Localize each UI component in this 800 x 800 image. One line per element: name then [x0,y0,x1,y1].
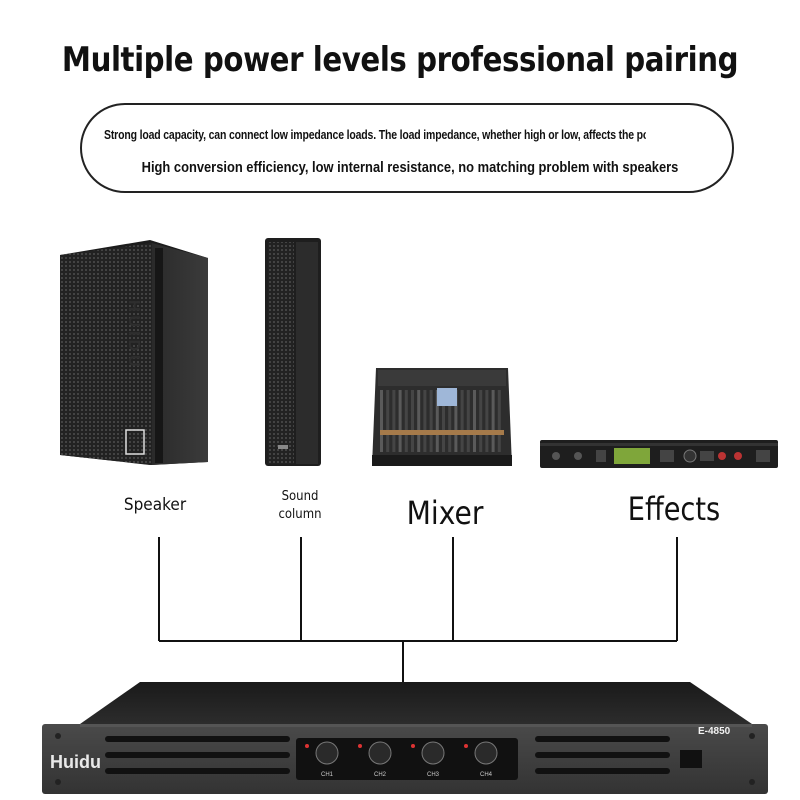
amplifier-image: CH1 CH2 CH3 CH4 [42,682,768,794]
mixer-channel-strip [442,390,445,452]
mixer-image [372,368,512,466]
label-sound-column-line1: Sound [281,489,319,504]
mixer-channel-strip [435,390,439,452]
mixer-channel-strip [460,390,464,452]
feature-pill [80,103,734,193]
channel-led [411,744,415,748]
channel-label: CH1 [321,772,334,778]
mixer-channel-strip [479,390,483,452]
channel-led [358,744,362,748]
amplifier-model: E-4850 [698,726,731,737]
mixer-channel-strip [398,390,402,452]
channel-led [305,744,309,748]
channel-knob [474,741,498,765]
channel-knob [315,741,339,765]
mixer-channel-strip [404,390,408,452]
mixer-channel-strip [411,390,414,452]
mixer-channel-strip [380,390,383,452]
mixer-channel-strip [491,390,495,452]
channel-knob [421,741,445,765]
mixer-channel-strip [392,390,396,452]
channel-knob [368,741,392,765]
connection-lines [158,537,678,684]
speaker-image [60,240,208,465]
page-title: Multiple power levels professional pairi… [61,40,739,80]
channel-led [464,744,468,748]
label-mixer: Mixer [406,494,484,532]
speaker-brand-mark: HUIDU [125,300,142,371]
feature-line-2: High conversion efficiency, low internal… [141,159,679,176]
label-sound-column: Sound column [264,488,336,524]
mixer-channel-strip [423,390,427,452]
feature-line-1: Strong load capacity, can connect low im… [104,128,646,142]
channel-label: CH2 [374,772,387,778]
mixer-channel-strip [497,390,501,452]
sound-column-image [265,238,321,466]
mixer-channel-strip [417,390,421,452]
mixer-channel-strip [454,390,458,452]
label-speaker: Speaker [123,495,187,515]
channel-label: CH3 [427,772,440,778]
mixer-channel-strip [473,390,476,452]
mixer-channel-strip [429,390,433,452]
effects-image [540,440,778,468]
label-effects: Effects [627,490,721,528]
amplifier-brand: Huidu [50,752,101,772]
mixer-channel-strip [466,390,470,452]
mixer-channel-strip [386,390,390,452]
mixer-channel-strip [485,390,489,452]
label-sound-column-line2: column [278,507,322,522]
channel-label: CH4 [480,772,493,778]
mixer-channel-strip [448,390,452,452]
